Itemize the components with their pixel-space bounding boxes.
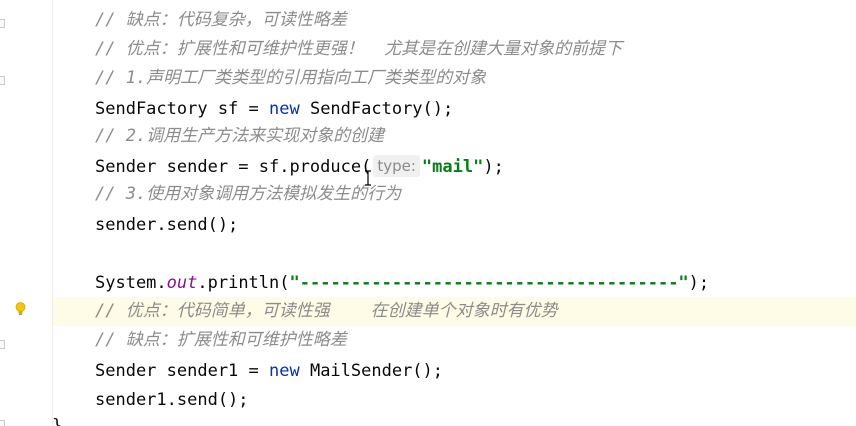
code-line[interactable]: System.out.println("--------------------…	[95, 269, 709, 298]
text-cursor-icon	[365, 170, 371, 186]
closing-brace: }	[52, 416, 63, 426]
code-token: SendFactory sf =	[95, 99, 269, 119]
code-token: );	[688, 273, 710, 293]
code-line-comment[interactable]: // 优点：扩展性和可维护性更强！ 尤其是在创建大量对象的前提下	[95, 39, 623, 59]
keyword-token: new	[269, 99, 300, 119]
code-line-comment-current[interactable]: // 优点：代码简单，可读性强 在创建单个对象时有优势	[53, 297, 856, 326]
code-token: Sender sender = sf.produce(	[95, 157, 372, 177]
code-line[interactable]: Sender sender = sf.produce(type:"mail");	[95, 153, 504, 182]
code-line[interactable]: sender1.send();	[95, 386, 249, 415]
code-token: SendFactory();	[299, 99, 454, 119]
code-token: sender1.send();	[95, 390, 249, 410]
code-line-comment[interactable]: // 缺点：代码复杂，可读性略差	[95, 10, 347, 30]
code-line-comment[interactable]: // 1.声明工厂类类型的引用指向工厂类类型的对象	[95, 68, 487, 88]
code-token: MailSender();	[299, 361, 444, 381]
code-line[interactable]: sender.send();	[95, 211, 238, 240]
code-token: sender.send();	[95, 215, 239, 235]
field-token: out	[166, 273, 198, 293]
string-token: "-------------------------------------"	[289, 273, 689, 293]
code-token: );	[483, 157, 504, 177]
code-line-comment[interactable]: // 3.使用对象调用方法模拟发生的行为	[95, 184, 402, 204]
lightbulb-icon[interactable]	[15, 302, 26, 316]
code-line-comment[interactable]: // 2.调用生产方法来实现对象的创建	[95, 126, 385, 146]
code-token: Sender sender1 =	[95, 361, 269, 381]
code-line[interactable]: Sender sender1 = new MailSender();	[95, 357, 443, 386]
keyword-token: new	[269, 361, 300, 381]
fold-marker-icon[interactable]	[0, 19, 5, 28]
fold-marker-icon[interactable]	[0, 340, 5, 349]
parameter-hint: type:	[373, 155, 420, 177]
code-line[interactable]: SendFactory sf = new SendFactory();	[95, 95, 453, 124]
code-token: System.	[95, 273, 167, 293]
code-token: .println(	[197, 273, 290, 293]
string-token: "mail"	[421, 157, 484, 177]
fold-marker-icon[interactable]	[0, 76, 5, 85]
editor-gutter	[0, 0, 53, 426]
fold-marker-icon[interactable]	[0, 420, 5, 426]
code-line-comment[interactable]: // 缺点：扩展性和可维护性略差	[95, 330, 347, 350]
